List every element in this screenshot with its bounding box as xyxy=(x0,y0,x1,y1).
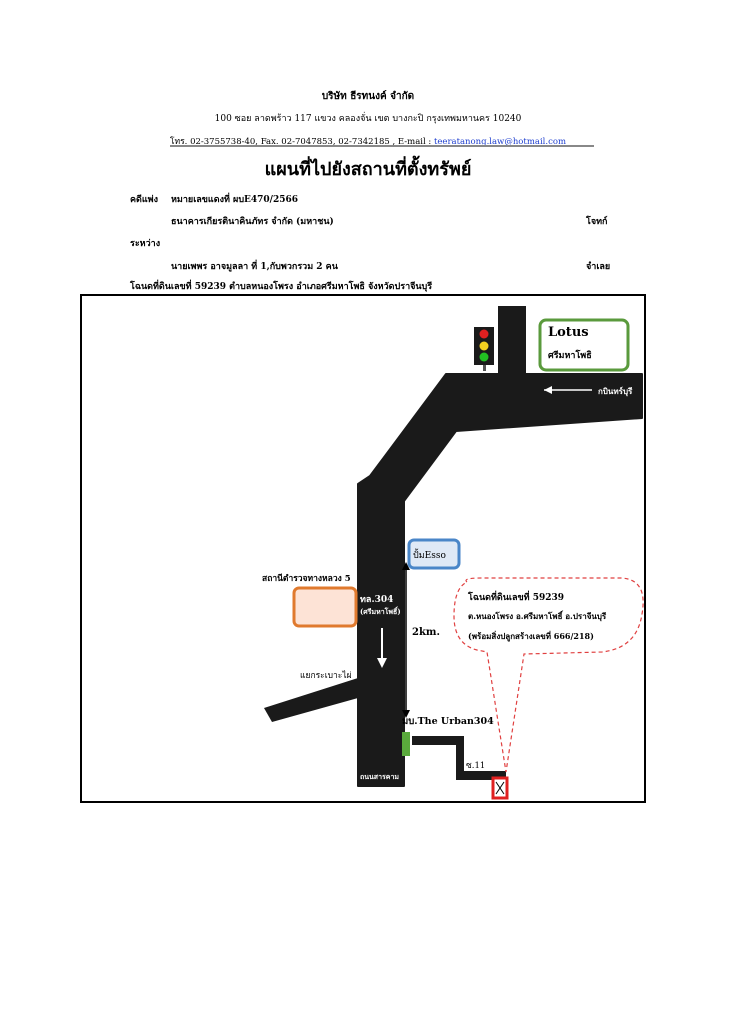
from-label: กบินทร์บุรี xyxy=(598,386,633,396)
case-number: หมายเลขแดงที่ ผบE470/2566 xyxy=(171,195,299,205)
esso-box xyxy=(407,538,461,570)
esso-label: ปั้มEsso xyxy=(413,551,446,561)
header-divider xyxy=(170,145,594,147)
police-label: สถานีตำรวจทางหลวง 5 xyxy=(262,574,351,584)
deed-line: โฉนดที่ดินเลขที่ 59239 ตำบลหนองโพรง อำเภ… xyxy=(130,282,433,292)
down-direction-arrow-icon xyxy=(377,628,387,668)
callout-line-1: โฉนดที่ดินเลขที่ 59239 xyxy=(468,593,565,603)
defendant-name: นายเพพร อาจมูลลา ที่ 1,กับพวกรวม 2 คน xyxy=(171,262,338,272)
highway-sublabel: (ศรีมหาโพธิ์) xyxy=(360,607,401,616)
callout-line-2: ต.หนองโพรง อ.ศรีมหาโพธิ์ อ.ปราจีนบุรี xyxy=(468,611,607,621)
junction-label: แยกระเบาะไผ่ xyxy=(300,671,352,681)
soi-label: ซ.11 xyxy=(466,761,486,771)
road-label: ถนนสารคาม xyxy=(360,772,399,781)
distance-marker-icon xyxy=(402,562,410,718)
junction-branch-road xyxy=(264,678,358,722)
page-title: แผนที่ไปยังสถานที่ตั้งทรัพย์ xyxy=(264,159,472,180)
lotus-title: Lotus xyxy=(548,325,589,340)
police-station-box xyxy=(292,586,358,628)
target-property-icon xyxy=(491,776,509,800)
plaintiff-role: โจทก์ xyxy=(586,217,608,227)
contact-phone-fax: โทร. 02-3755738-40, Fax. 02-7047853, 02-… xyxy=(169,137,434,147)
callout-bubble xyxy=(453,577,644,773)
contact-email-link[interactable]: teeratanong.law@hotmail.com xyxy=(433,137,567,147)
from-direction-arrow-icon xyxy=(544,386,592,394)
company-contact: โทร. 02-3755738-40, Fax. 02-7047853, 02-… xyxy=(0,134,736,148)
traffic-light-icon xyxy=(474,327,494,371)
location-map: Lotus ศรีมหาโพธิ กบินทร์บุรี ปั้มEsso สถ… xyxy=(80,294,646,803)
map-drawing xyxy=(264,306,644,800)
between-label: ระหว่าง xyxy=(130,239,161,249)
distance-label: 2km. xyxy=(412,627,440,638)
lotus-box xyxy=(538,318,630,372)
village-label: มบ.The Urban304 xyxy=(402,716,494,727)
company-address: 100 ซอย ลาดพร้าว 117 แขวง คลองจั่น เขต บ… xyxy=(214,114,522,124)
callout-line-3: (พร้อมสิ่งปลูกสร้างเลขที่ 666/218) xyxy=(468,631,594,641)
soi-road xyxy=(412,736,506,780)
lotus-subtitle: ศรีมหาโพธิ xyxy=(548,351,592,361)
highway-label: ทล.304 xyxy=(360,595,394,605)
company-name: บริษัท ธีรทนงค์ จำกัด xyxy=(321,91,415,102)
village-marker xyxy=(402,732,410,756)
defendant-role: จำเลย xyxy=(586,262,611,272)
case-label: คดีแพ่ง xyxy=(130,195,158,205)
lotus-access-road xyxy=(498,306,526,378)
main-road xyxy=(357,373,643,787)
plaintiff-name: ธนาคารเกียรตินาคินภัทร จำกัด (มหาชน) xyxy=(171,217,334,227)
